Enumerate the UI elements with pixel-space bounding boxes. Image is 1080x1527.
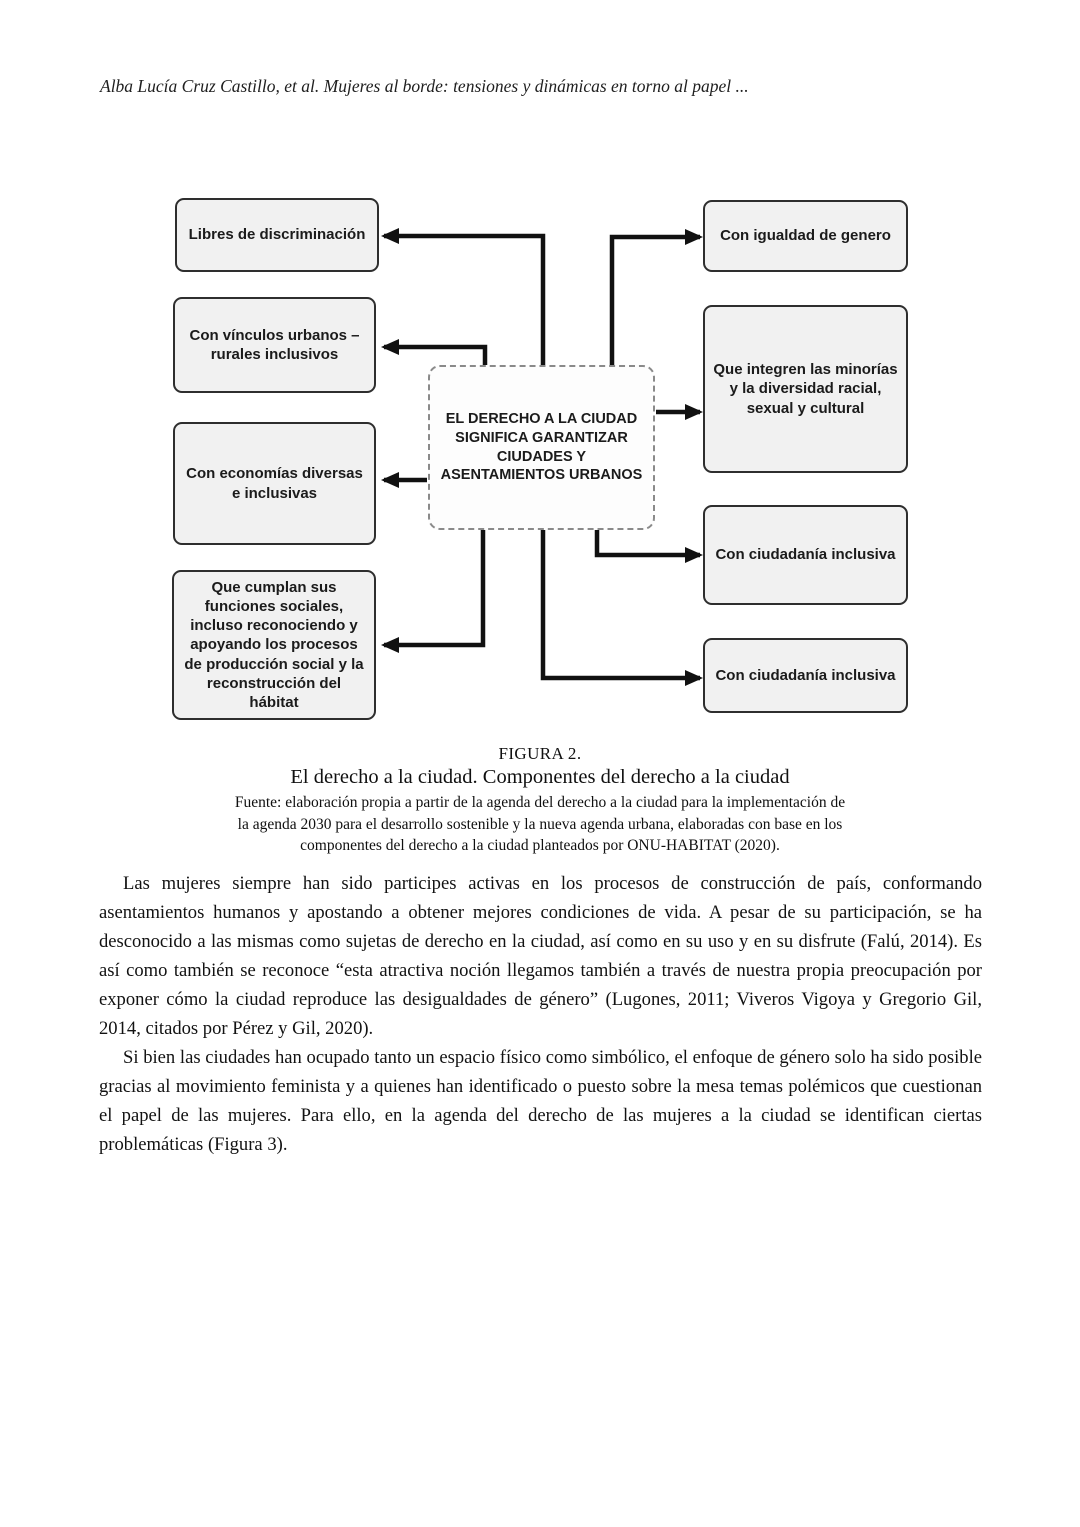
- diagram-box-label: Con vínculos urbanos – rurales inclusivo…: [189, 326, 360, 363]
- diagram-box-label: Que cumplan sus funciones sociales, incl…: [184, 578, 364, 711]
- diagram-arrows: [381, 228, 703, 686]
- diagram-center-label: EL DERECHO A LA CIUDAD SIGNIFICA GARANTI…: [440, 411, 643, 484]
- figure-source: Fuente: elaboración propia a partir de l…: [234, 794, 846, 855]
- diagram-box-libres-discriminacion: Libres de discriminación: [175, 198, 379, 272]
- diagram-box-ciudadania-inclusiva-1: Con ciudadanía inclusiva: [703, 505, 908, 605]
- arrow-center-to-funciones-sociales: [381, 529, 486, 653]
- arrow-center-to-libres-discriminacion: [381, 228, 546, 366]
- arrow-center-to-vinculos-urbanos: [381, 339, 488, 366]
- body-text: Las mujeres siempre han sido participes …: [99, 869, 982, 1159]
- diagram-box-vinculos-urbanos: Con vínculos urbanos – rurales inclusivo…: [173, 297, 376, 393]
- arrow-center-to-ciudadania-inclusiva-1: [594, 529, 703, 563]
- arrow-center-to-igualdad-genero: [609, 229, 703, 366]
- diagram-box-economias-diversas: Con economías diversas e inclusivas: [173, 422, 376, 545]
- figure-caption: FIGURA 2. El derecho a la ciudad. Compon…: [0, 744, 1080, 857]
- diagram-box-funciones-sociales: Que cumplan sus funciones sociales, incl…: [172, 570, 376, 720]
- diagram-box-ciudadania-inclusiva-2: Con ciudadanía inclusiva: [703, 638, 908, 713]
- figure-2-diagram: Libres de discriminación Con vínculos ur…: [170, 190, 915, 730]
- diagram-box-label: Que integren las minorías y la diversida…: [713, 361, 898, 417]
- diagram-center-box: EL DERECHO A LA CIUDAD SIGNIFICA GARANTI…: [428, 365, 655, 530]
- paragraph-1: Las mujeres siempre han sido participes …: [99, 873, 982, 1039]
- figure-title: El derecho a la ciudad. Componentes del …: [290, 766, 790, 788]
- diagram-box-label: Libres de discriminación: [188, 226, 366, 244]
- diagram-box-label: Con ciudadanía inclusiva: [715, 666, 896, 684]
- diagram-box-integren-minorias: Que integren las minorías y la diversida…: [703, 305, 908, 473]
- running-header: Alba Lucía Cruz Castillo, et al. Mujeres…: [100, 76, 749, 96]
- figure-label: FIGURA 2.: [498, 744, 582, 763]
- arrow-center-to-ciudadania-inclusiva-2: [540, 529, 703, 686]
- diagram-box-igualdad-genero: Con igualdad de genero: [703, 200, 908, 272]
- paragraph-2: Si bien las ciudades han ocupado tanto u…: [99, 1047, 982, 1155]
- diagram-box-label: Con ciudadanía inclusiva: [715, 546, 896, 564]
- diagram-box-label: Con economías diversas e inclusivas: [186, 465, 363, 502]
- diagram-box-label: Con igualdad de genero: [720, 227, 891, 245]
